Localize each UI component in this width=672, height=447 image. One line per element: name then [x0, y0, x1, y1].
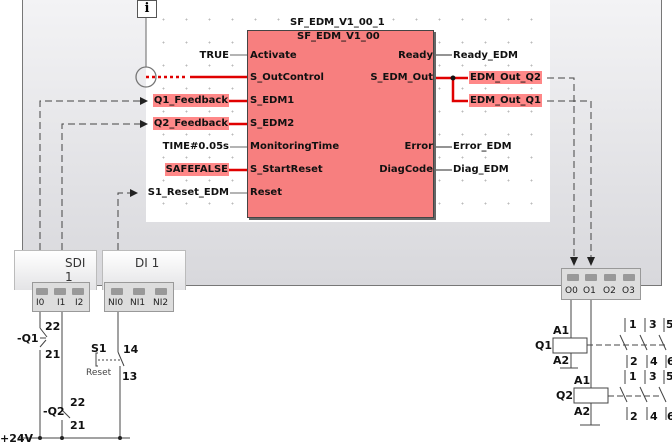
- pole-5: 5: [666, 318, 672, 331]
- junction-dot: [450, 75, 456, 81]
- pole-1: 1: [629, 318, 637, 331]
- reset-button-label: Reset: [86, 368, 112, 378]
- q1-contact-label: -Q1: [17, 332, 39, 345]
- q2-contact-22: 22: [70, 396, 86, 409]
- input-value-s1-reset[interactable]: S1_Reset_EDM: [147, 187, 229, 198]
- module-di1-label: DI 1: [135, 256, 160, 270]
- output-value-error[interactable]: Error_EDM: [453, 141, 512, 152]
- pin-s-startreset[interactable]: S_StartReset: [250, 164, 323, 175]
- terminal-o2[interactable]: O2: [603, 286, 616, 296]
- supply-label: +24V: [0, 432, 34, 445]
- pole-6: 6: [667, 355, 672, 368]
- input-value-safefalse[interactable]: SAFEFALSE: [164, 163, 229, 176]
- input-value-activate[interactable]: TRUE: [199, 50, 229, 61]
- input-value-monitoring-time[interactable]: TIME#0.05s: [162, 141, 229, 152]
- pin-s-edm1[interactable]: S_EDM1: [250, 95, 295, 106]
- q2-a2: A2: [574, 405, 591, 418]
- pin-s-edm2[interactable]: S_EDM2: [250, 118, 295, 129]
- terminal-o1[interactable]: O1: [583, 286, 596, 296]
- output-value-ready[interactable]: Ready_EDM: [453, 50, 518, 61]
- module-sdi1-label: SDI 1: [65, 256, 86, 284]
- terminal-o3[interactable]: O3: [622, 286, 635, 296]
- output-value-edm-out-q1[interactable]: EDM_Out_Q1: [469, 94, 542, 107]
- pin-diagcode[interactable]: DiagCode: [379, 164, 433, 175]
- q2-pole-4: 4: [650, 410, 658, 423]
- q2-pole-3: 3: [649, 370, 657, 383]
- q2-relay-label: Q2: [556, 389, 574, 402]
- input-value-q1-feedback[interactable]: Q1_Feedback: [152, 94, 229, 107]
- q2-pole-1: 1: [629, 370, 637, 383]
- q2-contact-label: -Q2: [43, 405, 65, 418]
- info-icon[interactable]: i: [137, 0, 157, 18]
- input-value-q2-feedback[interactable]: Q2_Feedback: [152, 117, 229, 130]
- block-type-name: SF_EDM_V1_00: [297, 31, 380, 42]
- terminal-ni0[interactable]: NI0: [108, 298, 124, 308]
- q1-a1: A1: [553, 324, 570, 337]
- di1-terminal-block: NI0 NI1 NI2: [104, 282, 174, 312]
- pole-2: 2: [630, 355, 638, 368]
- pin-ready[interactable]: Ready: [398, 50, 433, 61]
- pole-3: 3: [649, 318, 657, 331]
- terminal-i0[interactable]: I0: [36, 298, 45, 308]
- terminal-ni2[interactable]: NI2: [153, 298, 169, 308]
- q2-a1: A1: [574, 374, 591, 387]
- output-value-diag[interactable]: Diag_EDM: [453, 164, 509, 175]
- terminal-i1[interactable]: I1: [57, 298, 66, 308]
- sdi1-terminal-block: I0 I1 I2: [32, 282, 90, 312]
- block-instance-name: SF_EDM_V1_00_1: [290, 17, 385, 28]
- q1-contact-22: 22: [45, 320, 61, 333]
- q1-relay-label: Q1: [535, 339, 553, 352]
- q2-contact-21: 21: [70, 419, 86, 432]
- signal-arrows: [130, 97, 595, 266]
- output-terminal-block: O0 O1 O2 O3: [561, 268, 641, 300]
- q1-contact-21: 21: [45, 348, 61, 361]
- terminal-ni1[interactable]: NI1: [130, 298, 146, 308]
- s1-terminal-13: 13: [122, 370, 138, 383]
- pin-s-outcontrol[interactable]: S_OutControl: [250, 72, 324, 83]
- pin-reset[interactable]: Reset: [250, 187, 282, 198]
- output-value-edm-out-q2[interactable]: EDM_Out_Q2: [469, 71, 542, 84]
- s1-terminal-14: 14: [123, 343, 139, 356]
- s1-label: S1: [91, 342, 107, 355]
- pin-s-edm-out[interactable]: S_EDM_Out: [370, 72, 433, 83]
- terminal-o0[interactable]: O0: [565, 286, 578, 296]
- pin-activate[interactable]: Activate: [250, 50, 297, 61]
- pin-monitoring-time[interactable]: MonitoringTime: [250, 141, 340, 152]
- function-block[interactable]: [247, 30, 434, 218]
- pole-4: 4: [650, 355, 658, 368]
- q2-pole-2: 2: [630, 410, 638, 423]
- q2-pole-6: 6: [667, 410, 672, 423]
- q1-a2: A2: [553, 354, 570, 367]
- pin-error[interactable]: Error: [404, 141, 434, 152]
- terminal-i2[interactable]: I2: [75, 298, 84, 308]
- q2-pole-5: 5: [666, 370, 672, 383]
